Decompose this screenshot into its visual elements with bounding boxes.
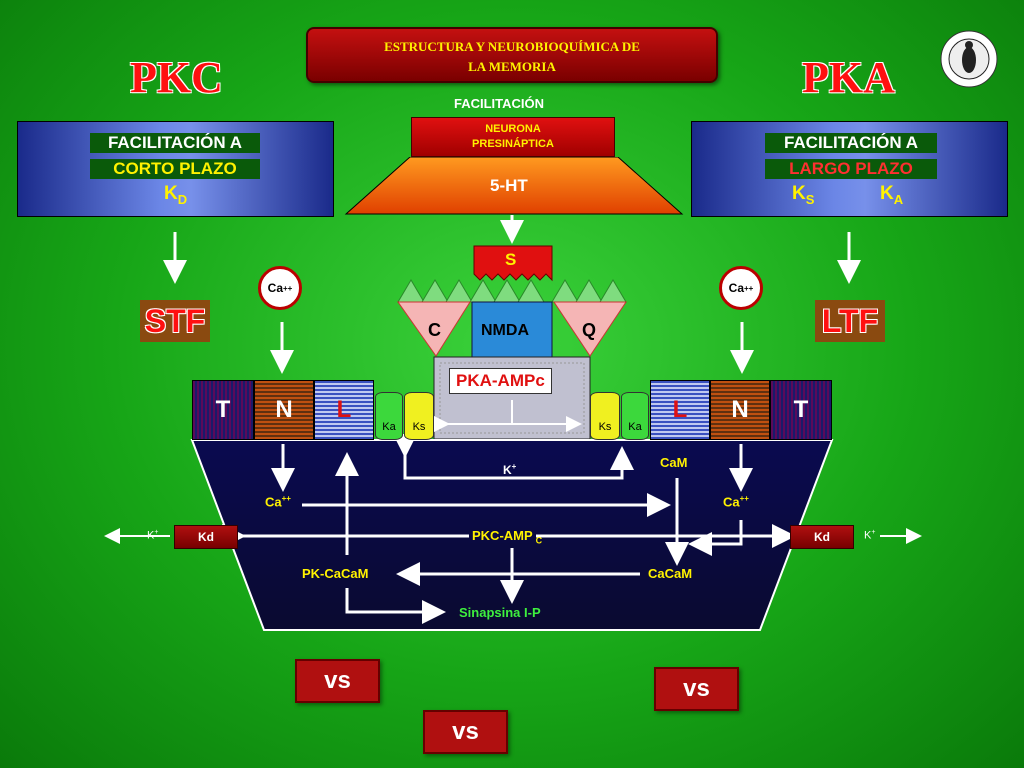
long-term-tag-line2: LARGO PLAZO [765, 159, 937, 179]
title-box: ESTRUCTURA Y NEUROBIOQUÍMICA DE LA MEMOR… [306, 27, 718, 83]
stf-label: STF [140, 300, 210, 342]
pkc-ampc-sub: C [535, 535, 543, 546]
serotonin-label: 5-HT [490, 176, 528, 195]
serotonin-terminal [344, 156, 684, 215]
receptor-q: Q [582, 320, 597, 340]
title-line2: LA MEMORIA [468, 59, 556, 74]
kd-label: KD [164, 183, 187, 207]
k-plus-outer-right-sup: + [871, 529, 876, 536]
ca-left-label: Ca++ [265, 494, 291, 509]
calcium-circle-left-text: Ca [267, 281, 283, 295]
short-term-tag-line1: FACILITACIÓN A [90, 133, 260, 153]
ka-label: KA [880, 183, 903, 207]
receptor-c: C [428, 320, 441, 340]
vs-box-left: vs [295, 659, 380, 703]
channel-left-t: T [192, 380, 254, 440]
ca-left-text: Ca [265, 494, 282, 510]
ks-sub: S [805, 191, 815, 207]
ca-right-label: Ca++ [723, 494, 749, 509]
k-plus-inner: K+ [503, 462, 516, 477]
pkc-ampc-text: PKC-AMP [469, 528, 536, 543]
cacam-label: CaCaM [648, 566, 693, 581]
neuron-label-line2: PRESINÁPTICA [472, 138, 554, 150]
neuron-box: NEURONA PRESINÁPTICA [411, 117, 615, 157]
calcium-circle-left: Ca++ [258, 266, 302, 310]
k-plus-outer-left-sup: + [154, 529, 159, 536]
facilitacion-label: FACILITACIÓN [454, 96, 545, 111]
long-term-facilitation-box: FACILITACIÓN A LARGO PLAZO KS KA [691, 121, 1008, 217]
ks-label: KS [792, 183, 814, 207]
calcium-circle-left-sup: ++ [283, 283, 293, 293]
k-plus-outer-left-k: K [147, 529, 155, 542]
calcium-circle-right-text: Ca [728, 281, 744, 295]
long-term-tag-line1: FACILITACIÓN A [765, 133, 937, 153]
ca-left-sup: ++ [281, 494, 291, 503]
k-plus-outer-right: K+ [864, 529, 875, 542]
neuron-label-line1: NEURONA [485, 123, 541, 135]
sinapsina-label: Sinapsina I-P [459, 605, 541, 620]
ltf-label: LTF [815, 300, 885, 342]
channel-right-n: N [710, 380, 770, 440]
short-term-facilitation-box: FACILITACIÓN A CORTO PLAZO KD [17, 121, 334, 217]
ks-k: K [792, 183, 806, 204]
channel-left-n: N [254, 380, 314, 440]
k-plus-outer-right-k: K [864, 529, 872, 542]
pka-ampc-label: PKA-AMPc [449, 368, 552, 394]
kd-sub: D [177, 191, 188, 207]
channel-left-l: L [314, 380, 374, 440]
receptor-nmda: NMDA [481, 322, 529, 339]
ka-k: K [880, 183, 894, 204]
receptor-s: S [505, 250, 517, 269]
ks-cylinder-left: Ks [404, 392, 434, 440]
title-line1: ESTRUCTURA Y NEUROBIOQUÍMICA DE [384, 39, 640, 54]
pk-cacam-label: PK-CaCaM [302, 566, 369, 581]
academy-seal-logo [940, 30, 998, 88]
ka-cylinder-right: Ka [621, 392, 649, 440]
vs-box-center: vs [423, 710, 508, 754]
calcium-circle-right: Ca++ [719, 266, 763, 310]
k-plus-inner-k: K [503, 463, 512, 477]
kd-k: K [164, 183, 178, 204]
pkc-heading: PKC [130, 53, 223, 102]
ca-right-text: Ca [723, 494, 740, 510]
channel-right-l: L [650, 380, 710, 440]
ka-sub: A [893, 191, 904, 207]
calcium-circle-right-sup: ++ [744, 283, 754, 293]
ka-cylinder-left: Ka [375, 392, 403, 440]
k-plus-outer-left: K+ [147, 529, 158, 542]
ks-cylinder-right: Ks [590, 392, 620, 440]
kd-box-left: Kd [174, 525, 238, 549]
vs-box-right: vs [654, 667, 739, 711]
channel-right-t: T [770, 380, 832, 440]
k-plus-inner-sup: + [511, 462, 517, 471]
pka-heading: PKA [802, 53, 895, 102]
kd-box-right: Kd [790, 525, 854, 549]
short-term-tag-line2: CORTO PLAZO [90, 159, 260, 179]
ca-right-sup: ++ [739, 494, 749, 503]
cam-label: CaM [660, 455, 688, 470]
